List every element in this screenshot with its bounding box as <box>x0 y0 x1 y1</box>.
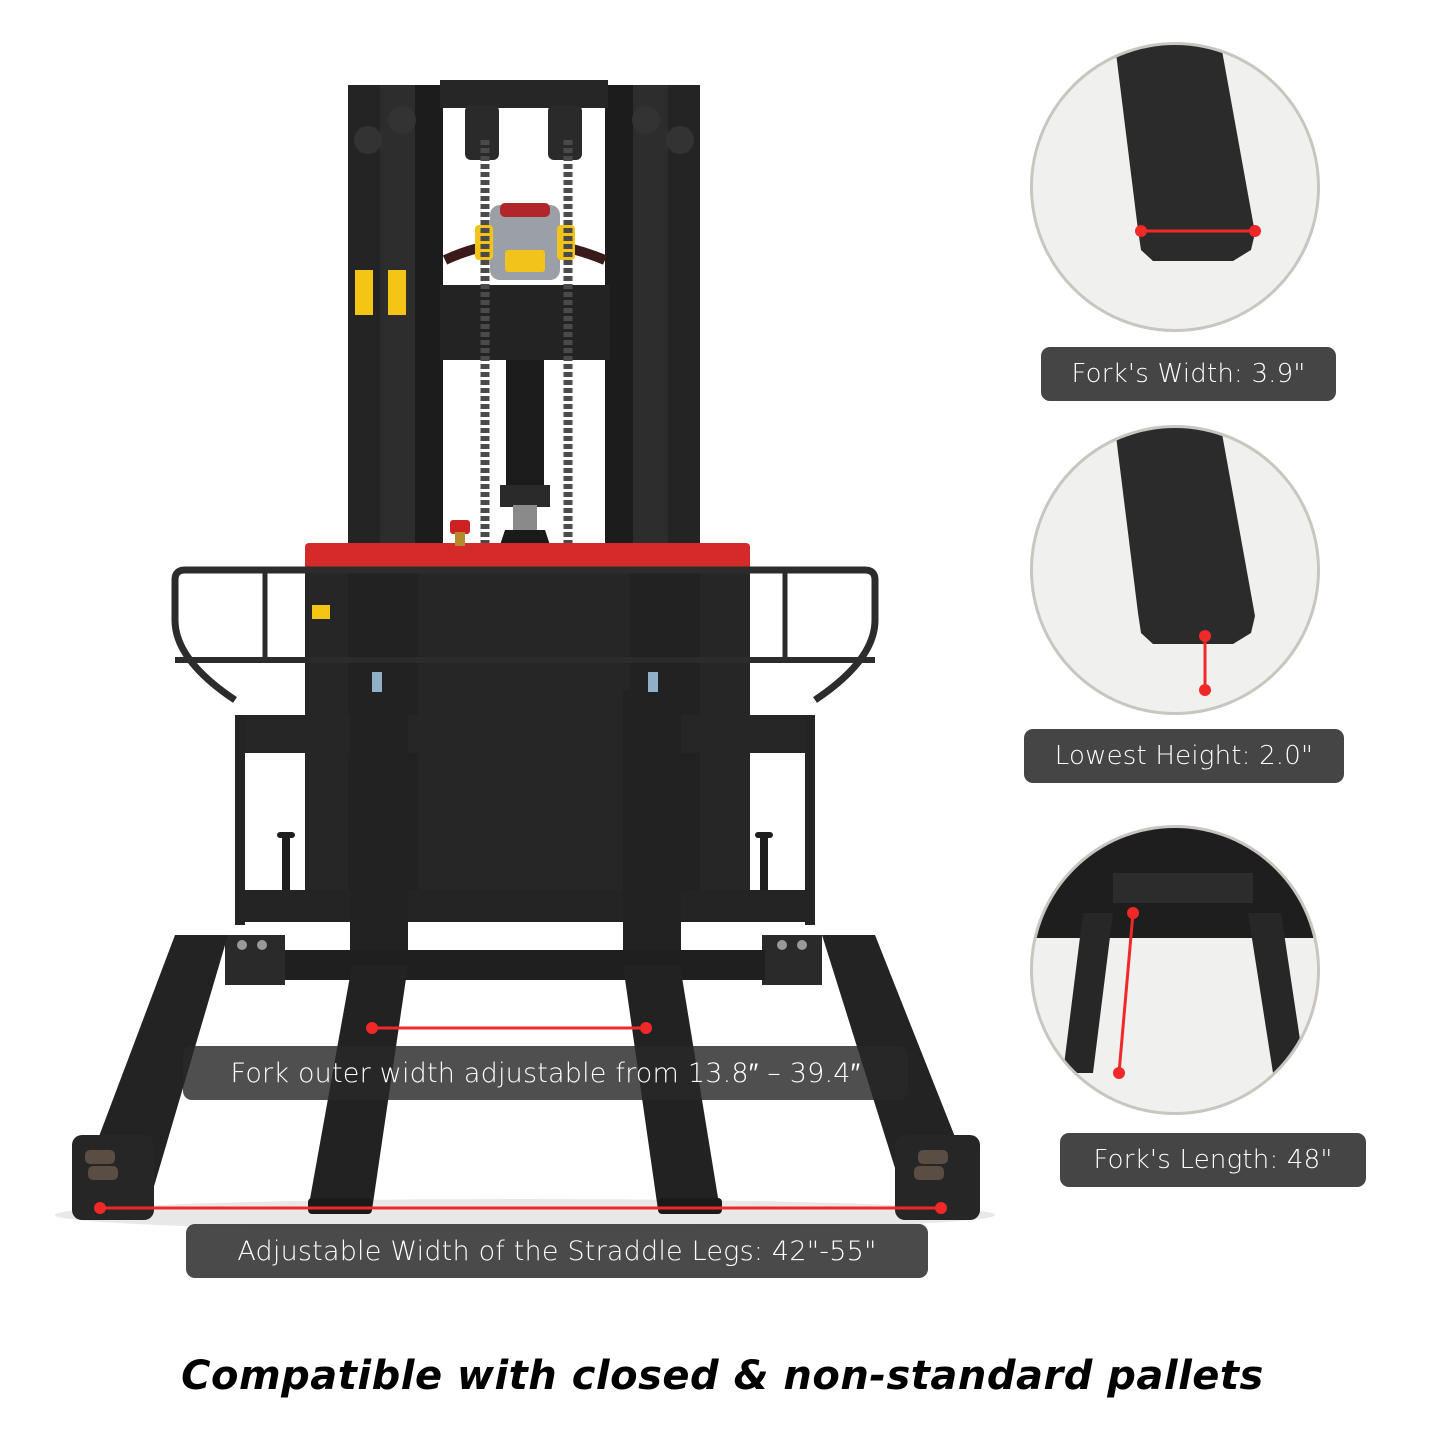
fork-length-inset <box>1030 825 1320 1115</box>
fork-length-label: Fork's Length: 48" <box>1060 1133 1366 1187</box>
forks-length-image <box>1033 828 1317 1079</box>
fork-length-text: Fork's Length: 48" <box>1093 1145 1333 1175</box>
fork-outer-width-callout: Fork outer width adjustable from 13.8″ –… <box>183 1046 908 1100</box>
fork-width-text: Fork's Width: 3.9" <box>1071 359 1306 389</box>
forklift-illustration <box>55 80 995 1231</box>
fork-width-inset <box>1030 42 1320 332</box>
straddle-legs-width-text: Adjustable Width of the Straddle Legs: 4… <box>237 1235 877 1267</box>
fork-outer-width-text: Fork outer width adjustable from 13.8″ –… <box>230 1057 861 1089</box>
fork-width-label: Fork's Width: 3.9" <box>1041 347 1336 401</box>
lowest-height-inset <box>1030 425 1320 715</box>
lowest-height-text: Lowest Height: 2.0" <box>1054 741 1314 771</box>
lowest-height-label: Lowest Height: 2.0" <box>1024 729 1344 783</box>
straddle-legs-width-callout: Adjustable Width of the Straddle Legs: 4… <box>186 1224 928 1278</box>
fork-tip-width-image <box>1115 45 1261 261</box>
compatibility-caption: Compatible with closed & non-standard pa… <box>181 1353 1264 1399</box>
fork-tip-height-image <box>1115 428 1255 696</box>
